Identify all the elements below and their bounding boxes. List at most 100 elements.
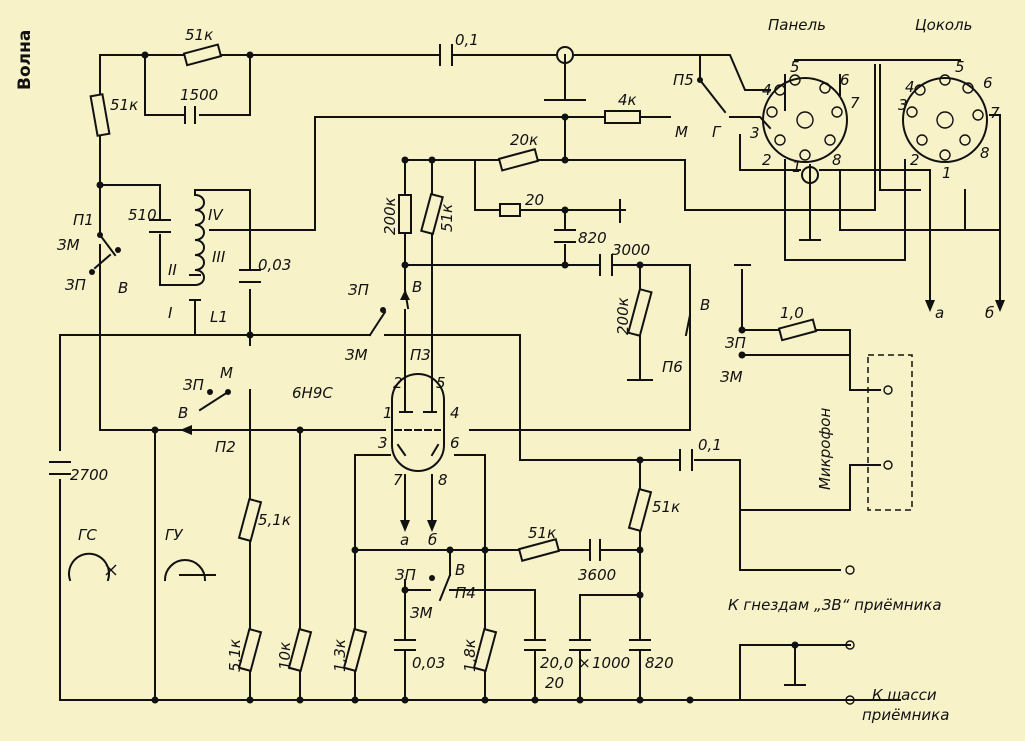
label-p5: П5 <box>673 71 694 89</box>
label-panel: Панель <box>768 16 826 34</box>
label-r13k: 1,3к <box>331 639 349 672</box>
label-c3600: 3600 <box>578 566 616 584</box>
label-pin5: 5 <box>436 374 446 392</box>
label-gs: ГС <box>78 526 97 544</box>
label-r51k-right: 51к <box>652 498 680 516</box>
tube-socket-panel <box>762 74 848 163</box>
label-to-jacks: К гнездам „ЗВ“ приёмника <box>728 596 942 614</box>
panel-pin-2: 2 <box>762 151 772 169</box>
label-ind-i: I <box>168 304 173 322</box>
cokol-pin-8: 8 <box>980 144 990 162</box>
panel-pin-1: 1 <box>792 158 802 176</box>
label-c1000: 1000 <box>592 654 630 672</box>
cokol-pin-1: 1 <box>942 164 952 182</box>
inductor-l1 <box>189 193 205 301</box>
label-m-top: М <box>675 123 688 141</box>
label-v-p2: В <box>178 404 188 422</box>
label-p6: П6 <box>662 358 683 376</box>
label-c820-bot: 820 <box>645 654 674 672</box>
junctions <box>96 51 799 704</box>
label-c1500: 1500 <box>180 86 218 104</box>
label-cokol: Цоколь <box>915 16 973 34</box>
label-zp-p2: ЗП <box>183 376 204 394</box>
label-out-a: а <box>935 304 944 322</box>
label-ind-iii: III <box>212 248 226 266</box>
label-pin3: 3 <box>378 434 388 452</box>
label-r51k-b: 51к <box>438 204 456 232</box>
panel-pin-8: 8 <box>832 151 842 169</box>
label-r200k-a: 200к <box>381 197 399 235</box>
label-v-p6: В <box>700 296 710 314</box>
label-r18k: 1,8к <box>461 639 479 672</box>
label-zm-p4: ЗМ <box>410 604 433 622</box>
tube-socket-cokol <box>902 74 988 163</box>
label-c820-top: 820 <box>578 229 607 247</box>
ground-symbols <box>556 46 819 211</box>
label-c3000: 3000 <box>612 241 650 259</box>
label-r51k-left: 51к <box>110 96 138 114</box>
label-r51k-vert: 5,1к <box>258 511 291 529</box>
headphones <box>68 552 216 582</box>
cokol-pin-2: 2 <box>910 151 920 169</box>
label-c510: 510 <box>128 206 157 224</box>
capacitors <box>49 44 693 651</box>
label-zp-p4: ЗП <box>395 566 416 584</box>
cokol-pin-5: 5 <box>955 58 965 76</box>
label-ind-iv: IV <box>208 206 224 224</box>
switches <box>89 77 727 602</box>
label-zp-p3: ЗП <box>348 281 369 299</box>
label-mic: Микрофон <box>816 408 834 490</box>
label-p2: П2 <box>215 438 236 456</box>
label-c20x20: 20,0 × <box>540 654 591 672</box>
label-r200k-b: 200к <box>614 297 632 335</box>
cokol-pin-4: 4 <box>905 78 915 96</box>
label-c20: 20 <box>525 191 544 209</box>
label-v-p1: В <box>118 279 128 297</box>
label-c01-mid: 0,1 <box>698 436 722 454</box>
label-r51k-bot: 5,1к <box>226 639 244 672</box>
label-c2700: 2700 <box>70 466 108 484</box>
cokol-pin-7: 7 <box>990 104 1000 122</box>
label-r51k-top: 51к <box>185 26 213 44</box>
panel-pin-7: 7 <box>850 94 860 112</box>
label-b-low: б <box>428 531 437 549</box>
label-out-b: б <box>985 304 994 322</box>
label-p1: П1 <box>73 211 94 229</box>
label-to-chassis-2: приёмника <box>862 706 949 724</box>
arrows <box>180 290 1005 532</box>
panel-pin-4: 4 <box>762 81 772 99</box>
label-c003-top: 0,03 <box>258 256 291 274</box>
label-p3: П3 <box>410 346 431 364</box>
panel-pin-5: 5 <box>790 58 800 76</box>
output-terminals <box>845 354 913 705</box>
label-to-chassis-1: К шасси <box>872 686 937 704</box>
label-pin8: 8 <box>438 471 448 489</box>
label-r4k: 4к <box>618 91 637 109</box>
label-a-low: а <box>400 531 409 549</box>
label-v-p4: В <box>455 561 465 579</box>
label-gu: ГУ <box>165 526 183 544</box>
diagram-title: Волна <box>15 30 35 90</box>
label-zp-mic: ЗП <box>725 334 746 352</box>
label-ind-ii: II <box>168 261 177 279</box>
label-pin6: 6 <box>450 434 460 452</box>
label-r20k: 20к <box>510 131 538 149</box>
label-pin7: 7 <box>393 471 403 489</box>
label-zm-mic: ЗМ <box>720 368 743 386</box>
label-p4: П4 <box>455 584 476 602</box>
label-g-top: Г <box>712 123 722 141</box>
label-v-p3: В <box>412 278 422 296</box>
label-c003-bot: 0,03 <box>412 654 445 672</box>
label-r10: 1,0 <box>780 304 804 322</box>
label-tube: 6Н9С <box>292 384 333 402</box>
label-pin2: 2 <box>393 374 403 392</box>
tube-6n9s <box>391 373 445 472</box>
label-l1: L1 <box>210 308 228 326</box>
label-c20x20b: 20 <box>545 674 564 692</box>
label-zm-p1: ЗМ <box>57 236 80 254</box>
label-c01-top: 0,1 <box>455 31 479 49</box>
label-zp-p1: ЗП <box>65 276 86 294</box>
labels: 51к 0,1 1500 51к 4к 20к М Г П5 Панель Цо… <box>57 16 1000 724</box>
panel-pin-6: 6 <box>840 71 850 89</box>
